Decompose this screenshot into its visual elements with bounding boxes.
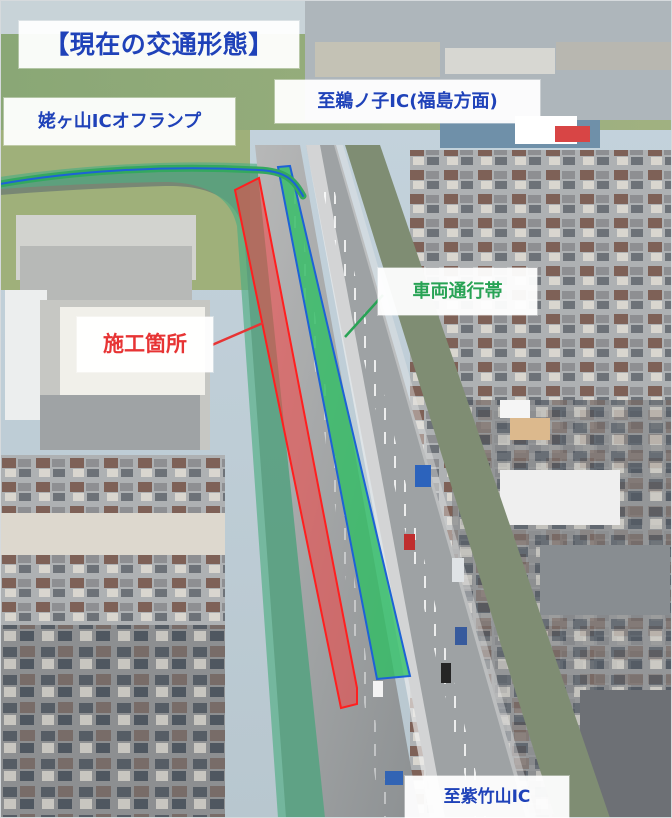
north-direction-label: 至鵜ノ子IC(福島方面) <box>275 80 540 123</box>
lane-zone-label: 車両通行帯 <box>378 268 537 315</box>
page-title: 【現在の交通形態】 <box>19 21 299 68</box>
south-direction-label: 至紫竹山IC <box>405 776 569 818</box>
onramp-label: 姥ヶ山ICオフランプ <box>4 98 235 145</box>
work-zone-label: 施工箇所 <box>77 317 213 372</box>
